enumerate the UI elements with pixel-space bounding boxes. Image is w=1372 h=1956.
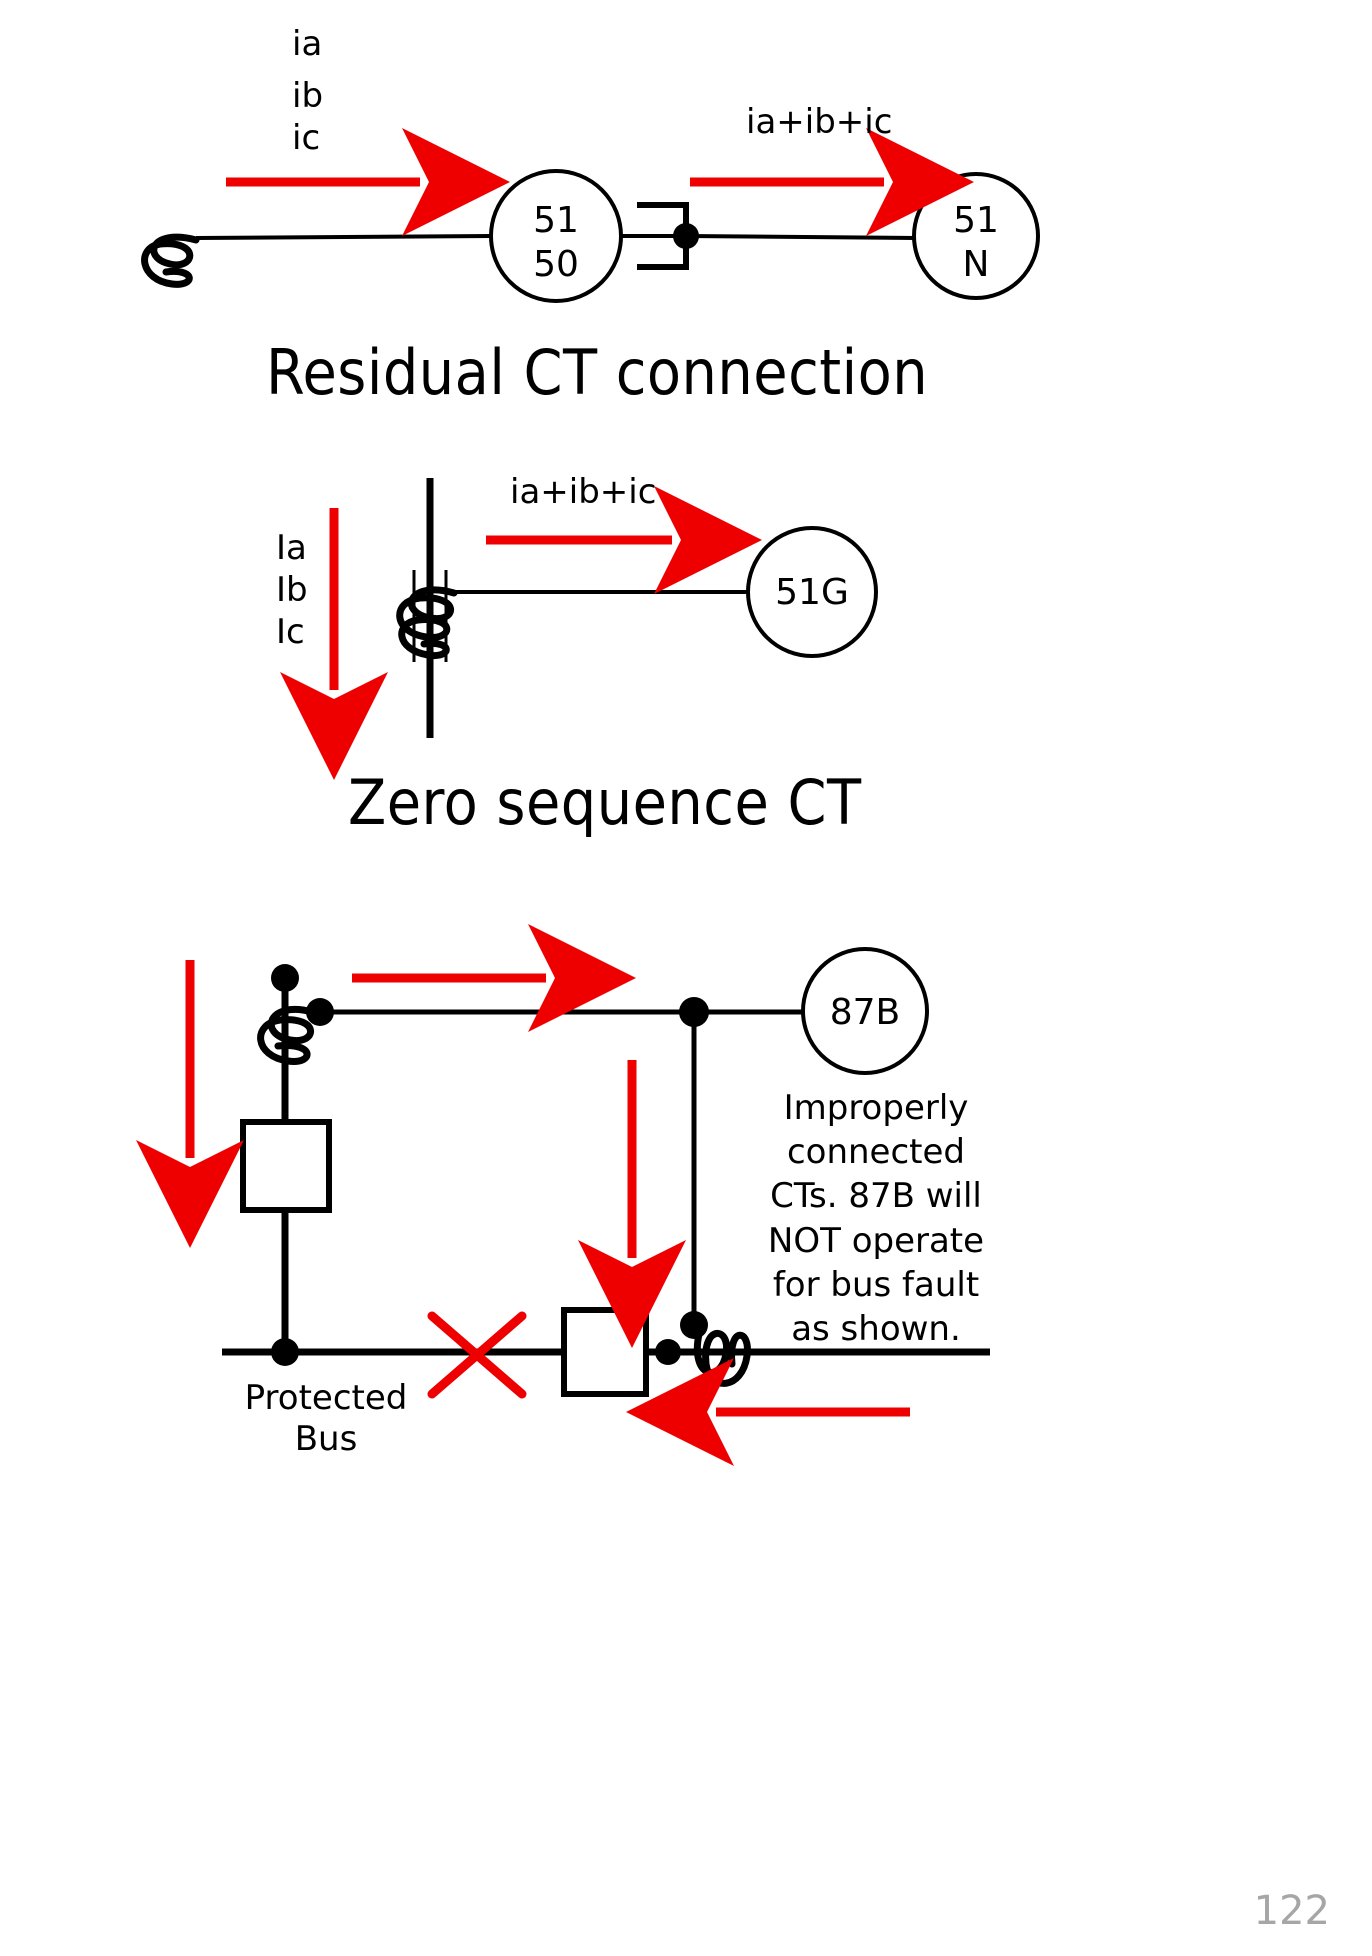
residual-sum-label-2: ia+ib+ic bbox=[510, 472, 657, 512]
section-title-zero-sequence-ct: Zero sequence CT bbox=[348, 766, 862, 839]
relay-label-51g: 51G bbox=[775, 572, 849, 613]
phase-label-ia-2: Ia bbox=[276, 528, 307, 568]
relay-label-51-50-line2: 50 bbox=[533, 244, 579, 285]
relay-label-51n-line1: 51 bbox=[953, 200, 999, 241]
conductor-line-left bbox=[195, 234, 493, 240]
toroidal-ct-winding-icon bbox=[396, 586, 458, 660]
improper-connection-note: Improperly connected CTs. 87B will NOT o… bbox=[767, 1088, 985, 1349]
relay-label-51n-line2: N bbox=[962, 244, 990, 285]
section-title-residual-ct: Residual CT connection bbox=[266, 336, 929, 409]
ct-winding-right-icon bbox=[693, 1326, 751, 1387]
residual-sum-label-1: ia+ib+ic bbox=[746, 102, 893, 142]
protected-bus-label: Protected Bus bbox=[244, 1378, 408, 1460]
relay-circle-87b bbox=[801, 947, 929, 1075]
diagram-1-residual-ct bbox=[141, 128, 1040, 303]
ct-polarity-dot-primary-right bbox=[680, 1311, 708, 1339]
page-number: 122 bbox=[1253, 1888, 1330, 1934]
phase-label-ic-2: Ic bbox=[276, 612, 305, 652]
ct-polarity-dot-secondary-right bbox=[655, 1339, 681, 1365]
ct-polarity-dot-primary-left bbox=[271, 964, 299, 992]
relay-label-51-50-line1: 51 bbox=[533, 200, 579, 241]
ct-winding-left-icon bbox=[257, 1006, 316, 1065]
x-cross-marker-icon bbox=[427, 1311, 527, 1399]
bus-junction-dot-left bbox=[271, 1338, 299, 1366]
conductor-node-to-51n bbox=[685, 234, 917, 240]
breaker-box-right bbox=[561, 1307, 649, 1397]
phase-label-ib-1: ib bbox=[292, 76, 324, 116]
breaker-box-left bbox=[240, 1119, 332, 1213]
phase-label-ic-1: ic bbox=[292, 118, 321, 158]
phase-label-ia-1: ia bbox=[292, 24, 323, 64]
diagram-3-bus-differential bbox=[136, 924, 990, 1466]
source-coil-icon bbox=[141, 233, 200, 288]
diagram-2-zero-sequence-ct bbox=[280, 478, 878, 780]
phase-label-ib-2: Ib bbox=[276, 570, 308, 610]
relay-label-87b: 87B bbox=[829, 992, 901, 1033]
